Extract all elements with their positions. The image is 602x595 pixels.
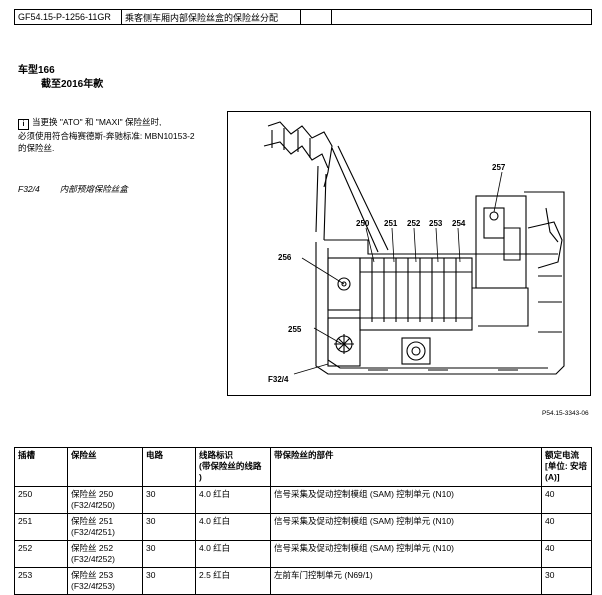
fuse-box-code: F32/4 — [18, 184, 40, 194]
cell-slot: 251 — [14, 513, 68, 541]
cell-circuit: 30 — [142, 513, 196, 541]
cell-wire: 4.0 红白 — [195, 540, 271, 568]
cell-circuit: 30 — [142, 486, 196, 514]
label-250: 250 — [356, 219, 370, 228]
note-line: 当更换 "ATO" 和 "MAXI" 保险丝时, — [32, 117, 162, 127]
fuse-name: 保险丝 250 — [71, 489, 114, 499]
cell-slot: 252 — [14, 540, 68, 568]
cell-wire: 4.0 红白 — [195, 513, 271, 541]
label-257: 257 — [492, 163, 506, 172]
figure-identifier: P54.15-3343-06 — [542, 410, 589, 417]
table-row: 250 保险丝 250(F32/4f250) 30 4.0 红白 信号采集及促动… — [14, 486, 592, 514]
cell-wire: 2.5 红白 — [195, 567, 271, 595]
document-title: 乘客侧车厢内部保险丝盒的保险丝分配 — [121, 9, 301, 25]
label-255: 255 — [288, 325, 302, 334]
header-wire-line: (带保险丝的线路 — [199, 461, 262, 471]
cell-fuse: 保险丝 250(F32/4f250) — [67, 486, 143, 514]
header-rated: 额定电流 [单位: 安培 (A)] — [541, 447, 592, 487]
header-fuse: 保险丝 — [67, 447, 143, 487]
cell-rated: 40 — [541, 540, 592, 568]
label-252: 252 — [407, 219, 421, 228]
fuse-box-diagram: 250 251 252 253 254 256 255 257 F32/4 — [227, 111, 591, 396]
cell-component: 信号采集及促动控制模组 (SAM) 控制单元 (N10) — [270, 513, 542, 541]
label-f32-4: F32/4 — [268, 375, 289, 384]
cell-rated: 40 — [541, 513, 592, 541]
table-header-row: 插槽 保险丝 电路 线路标识 (带保险丝的线路 ) 带保险丝的部件 额定电流 [… — [14, 447, 592, 487]
cell-circuit: 30 — [142, 567, 196, 595]
header-wire-line: ) — [199, 472, 202, 482]
header-component: 带保险丝的部件 — [270, 447, 542, 487]
table-row: 253 保险丝 253(F32/4f253) 30 2.5 红白 左前车门控制单… — [14, 567, 592, 595]
model-line: 车型166 — [18, 65, 55, 76]
cell-fuse: 保险丝 251(F32/4f251) — [67, 513, 143, 541]
vehicle-model: 车型166 截至2016年款 — [18, 64, 103, 92]
label-251: 251 — [384, 219, 398, 228]
label-254: 254 — [452, 219, 466, 228]
info-icon: i — [18, 119, 29, 130]
fuse-allocation-table: 插槽 保险丝 电路 线路标识 (带保险丝的线路 ) 带保险丝的部件 额定电流 [… — [14, 447, 592, 595]
cell-rated: 40 — [541, 486, 592, 514]
cell-slot: 250 — [14, 486, 68, 514]
fuse-name: 保险丝 253 — [71, 570, 114, 580]
header-wire: 线路标识 (带保险丝的线路 ) — [195, 447, 271, 487]
header-circuit: 电路 — [142, 447, 196, 487]
fuse-code: (F32/4f252) — [71, 554, 115, 564]
header-wire-line: 线路标识 — [199, 450, 234, 460]
header-rated-line: 额定电流 — [545, 450, 580, 460]
fuse-code: (F32/4f251) — [71, 527, 115, 537]
note-line: 的保险丝. — [18, 143, 55, 153]
fuse-box-drawing: 250 251 252 253 254 256 255 257 F32/4 — [263, 121, 565, 384]
fuse-name: 保险丝 251 — [71, 516, 114, 526]
document-code: GF54.15-P-1256-11GR — [14, 9, 122, 25]
label-256: 256 — [278, 253, 292, 262]
header-empty-cell — [300, 9, 332, 25]
cell-wire: 4.0 红白 — [195, 486, 271, 514]
cell-fuse: 保险丝 252(F32/4f252) — [67, 540, 143, 568]
cell-component: 信号采集及促动控制模组 (SAM) 控制单元 (N10) — [270, 540, 542, 568]
cell-component: 信号采集及促动控制模组 (SAM) 控制单元 (N10) — [270, 486, 542, 514]
fuse-box-description: 内部预熔保险丝盒 — [59, 184, 128, 194]
label-253: 253 — [429, 219, 443, 228]
model-year-line: 截至2016年款 — [41, 79, 104, 90]
cell-rated: 30 — [541, 567, 592, 595]
cell-circuit: 30 — [142, 540, 196, 568]
cell-component: 左前车门控制单元 (N69/1) — [270, 567, 542, 595]
cell-slot: 253 — [14, 567, 68, 595]
table-row: 251 保险丝 251(F32/4f251) 30 4.0 红白 信号采集及促动… — [14, 513, 592, 541]
document-header: GF54.15-P-1256-11GR 乘客侧车厢内部保险丝盒的保险丝分配 — [14, 9, 592, 25]
header-slot: 插槽 — [14, 447, 68, 487]
fuse-name: 保险丝 252 — [71, 543, 114, 553]
fuse-code: (F32/4f250) — [71, 500, 115, 510]
table-row: 252 保险丝 252(F32/4f252) 30 4.0 红白 信号采集及促动… — [14, 540, 592, 568]
note-line: 必须使用符合梅赛德斯-奔驰标准: MBN10153-2 — [18, 131, 195, 141]
header-rated-line: (A)] — [545, 472, 560, 482]
fuse-code: (F32/4f253) — [71, 581, 115, 591]
fuse-box-identifier: F32/4 内部预熔保险丝盒 — [18, 183, 128, 195]
cell-fuse: 保险丝 253(F32/4f253) — [67, 567, 143, 595]
header-rated-line: [单位: 安培 — [545, 461, 588, 471]
header-empty-cell — [331, 9, 592, 25]
